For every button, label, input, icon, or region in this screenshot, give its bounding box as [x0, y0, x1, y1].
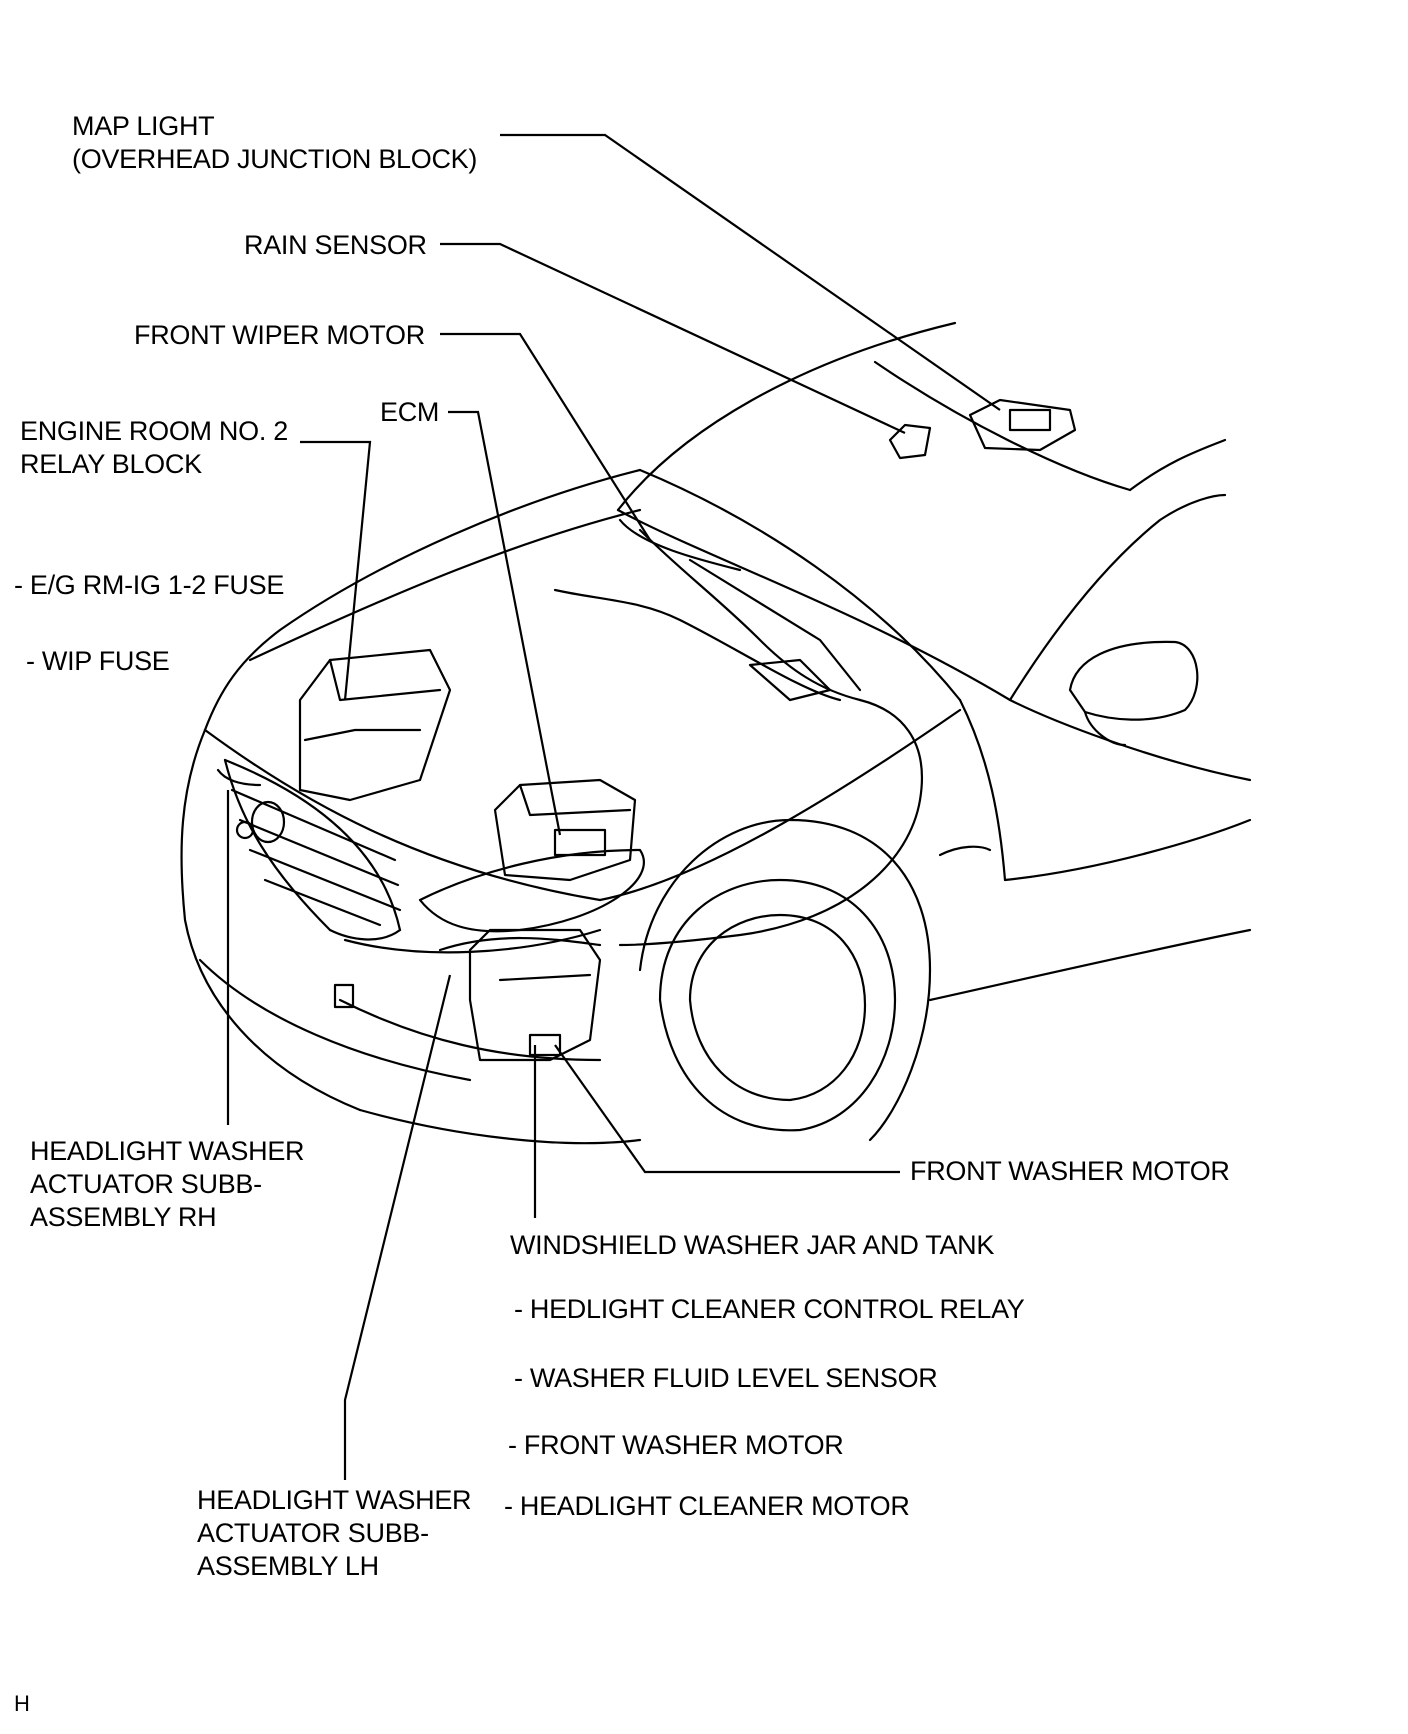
label-relay-block-line1: ENGINE ROOM NO. 2: [20, 416, 288, 446]
leader-front-wiper-motor: [440, 332, 651, 541]
label-rain-sensor: RAIN SENSOR: [244, 230, 427, 260]
label-eg-rm-ig-fuse: - E/G RM-IG 1-2 FUSE: [14, 570, 285, 600]
leader-map-light: [500, 133, 1001, 411]
label-front-washer-motor: FRONT WASHER MOTOR: [910, 1156, 1230, 1186]
label-ecm: ECM: [380, 397, 440, 427]
label-relay-block-line2: RELAY BLOCK: [20, 449, 202, 479]
label-sub-cleaner-control-relay: - HEDLIGHT CLEANER CONTROL RELAY: [514, 1294, 1025, 1324]
leader-rain-sensor: [440, 242, 906, 434]
label-map-light-line2: (OVERHEAD JUNCTION BLOCK): [72, 144, 478, 174]
label-front-wiper-motor: FRONT WIPER MOTOR: [134, 320, 425, 350]
label-hl-washer-rh-line1: HEADLIGHT WASHER: [30, 1136, 305, 1166]
leader-hl-washer-lh: [343, 974, 452, 1480]
label-sub-headlight-cleaner-motor: - HEADLIGHT CLEANER MOTOR: [504, 1491, 910, 1521]
corner-code: H: [14, 1691, 30, 1716]
leader-relay-block: [300, 440, 372, 701]
label-wip-fuse: - WIP FUSE: [26, 646, 170, 676]
label-hl-washer-lh-line2: ACTUATOR SUBB-: [197, 1518, 429, 1548]
leader-front-washer-motor: [554, 1044, 900, 1174]
label-washer-jar-and-tank: WINDSHIELD WASHER JAR AND TANK: [510, 1230, 995, 1260]
label-map-light-line1: MAP LIGHT: [72, 111, 215, 141]
label-sub-washer-fluid-level-sensor: - WASHER FLUID LEVEL SENSOR: [514, 1363, 938, 1393]
label-hl-washer-rh-line2: ACTUATOR SUBB-: [30, 1169, 262, 1199]
label-hl-washer-lh-line3: ASSEMBLY LH: [197, 1551, 379, 1581]
leader-ecm: [448, 410, 562, 836]
label-hl-washer-lh-line1: HEADLIGHT WASHER: [197, 1485, 472, 1515]
label-sub-front-washer-motor: - FRONT WASHER MOTOR: [508, 1430, 844, 1460]
label-hl-washer-rh-line3: ASSEMBLY RH: [30, 1202, 217, 1232]
